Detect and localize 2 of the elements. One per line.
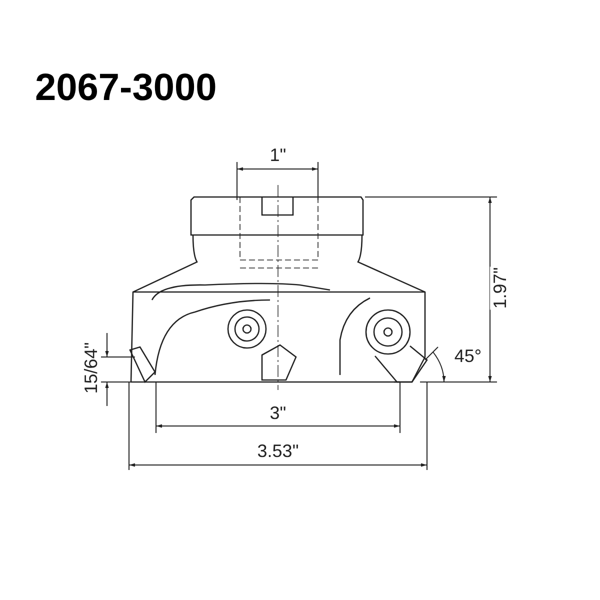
dimension-label: 15/64" [81, 341, 101, 395]
part-number-title: 2067-3000 [35, 66, 217, 110]
